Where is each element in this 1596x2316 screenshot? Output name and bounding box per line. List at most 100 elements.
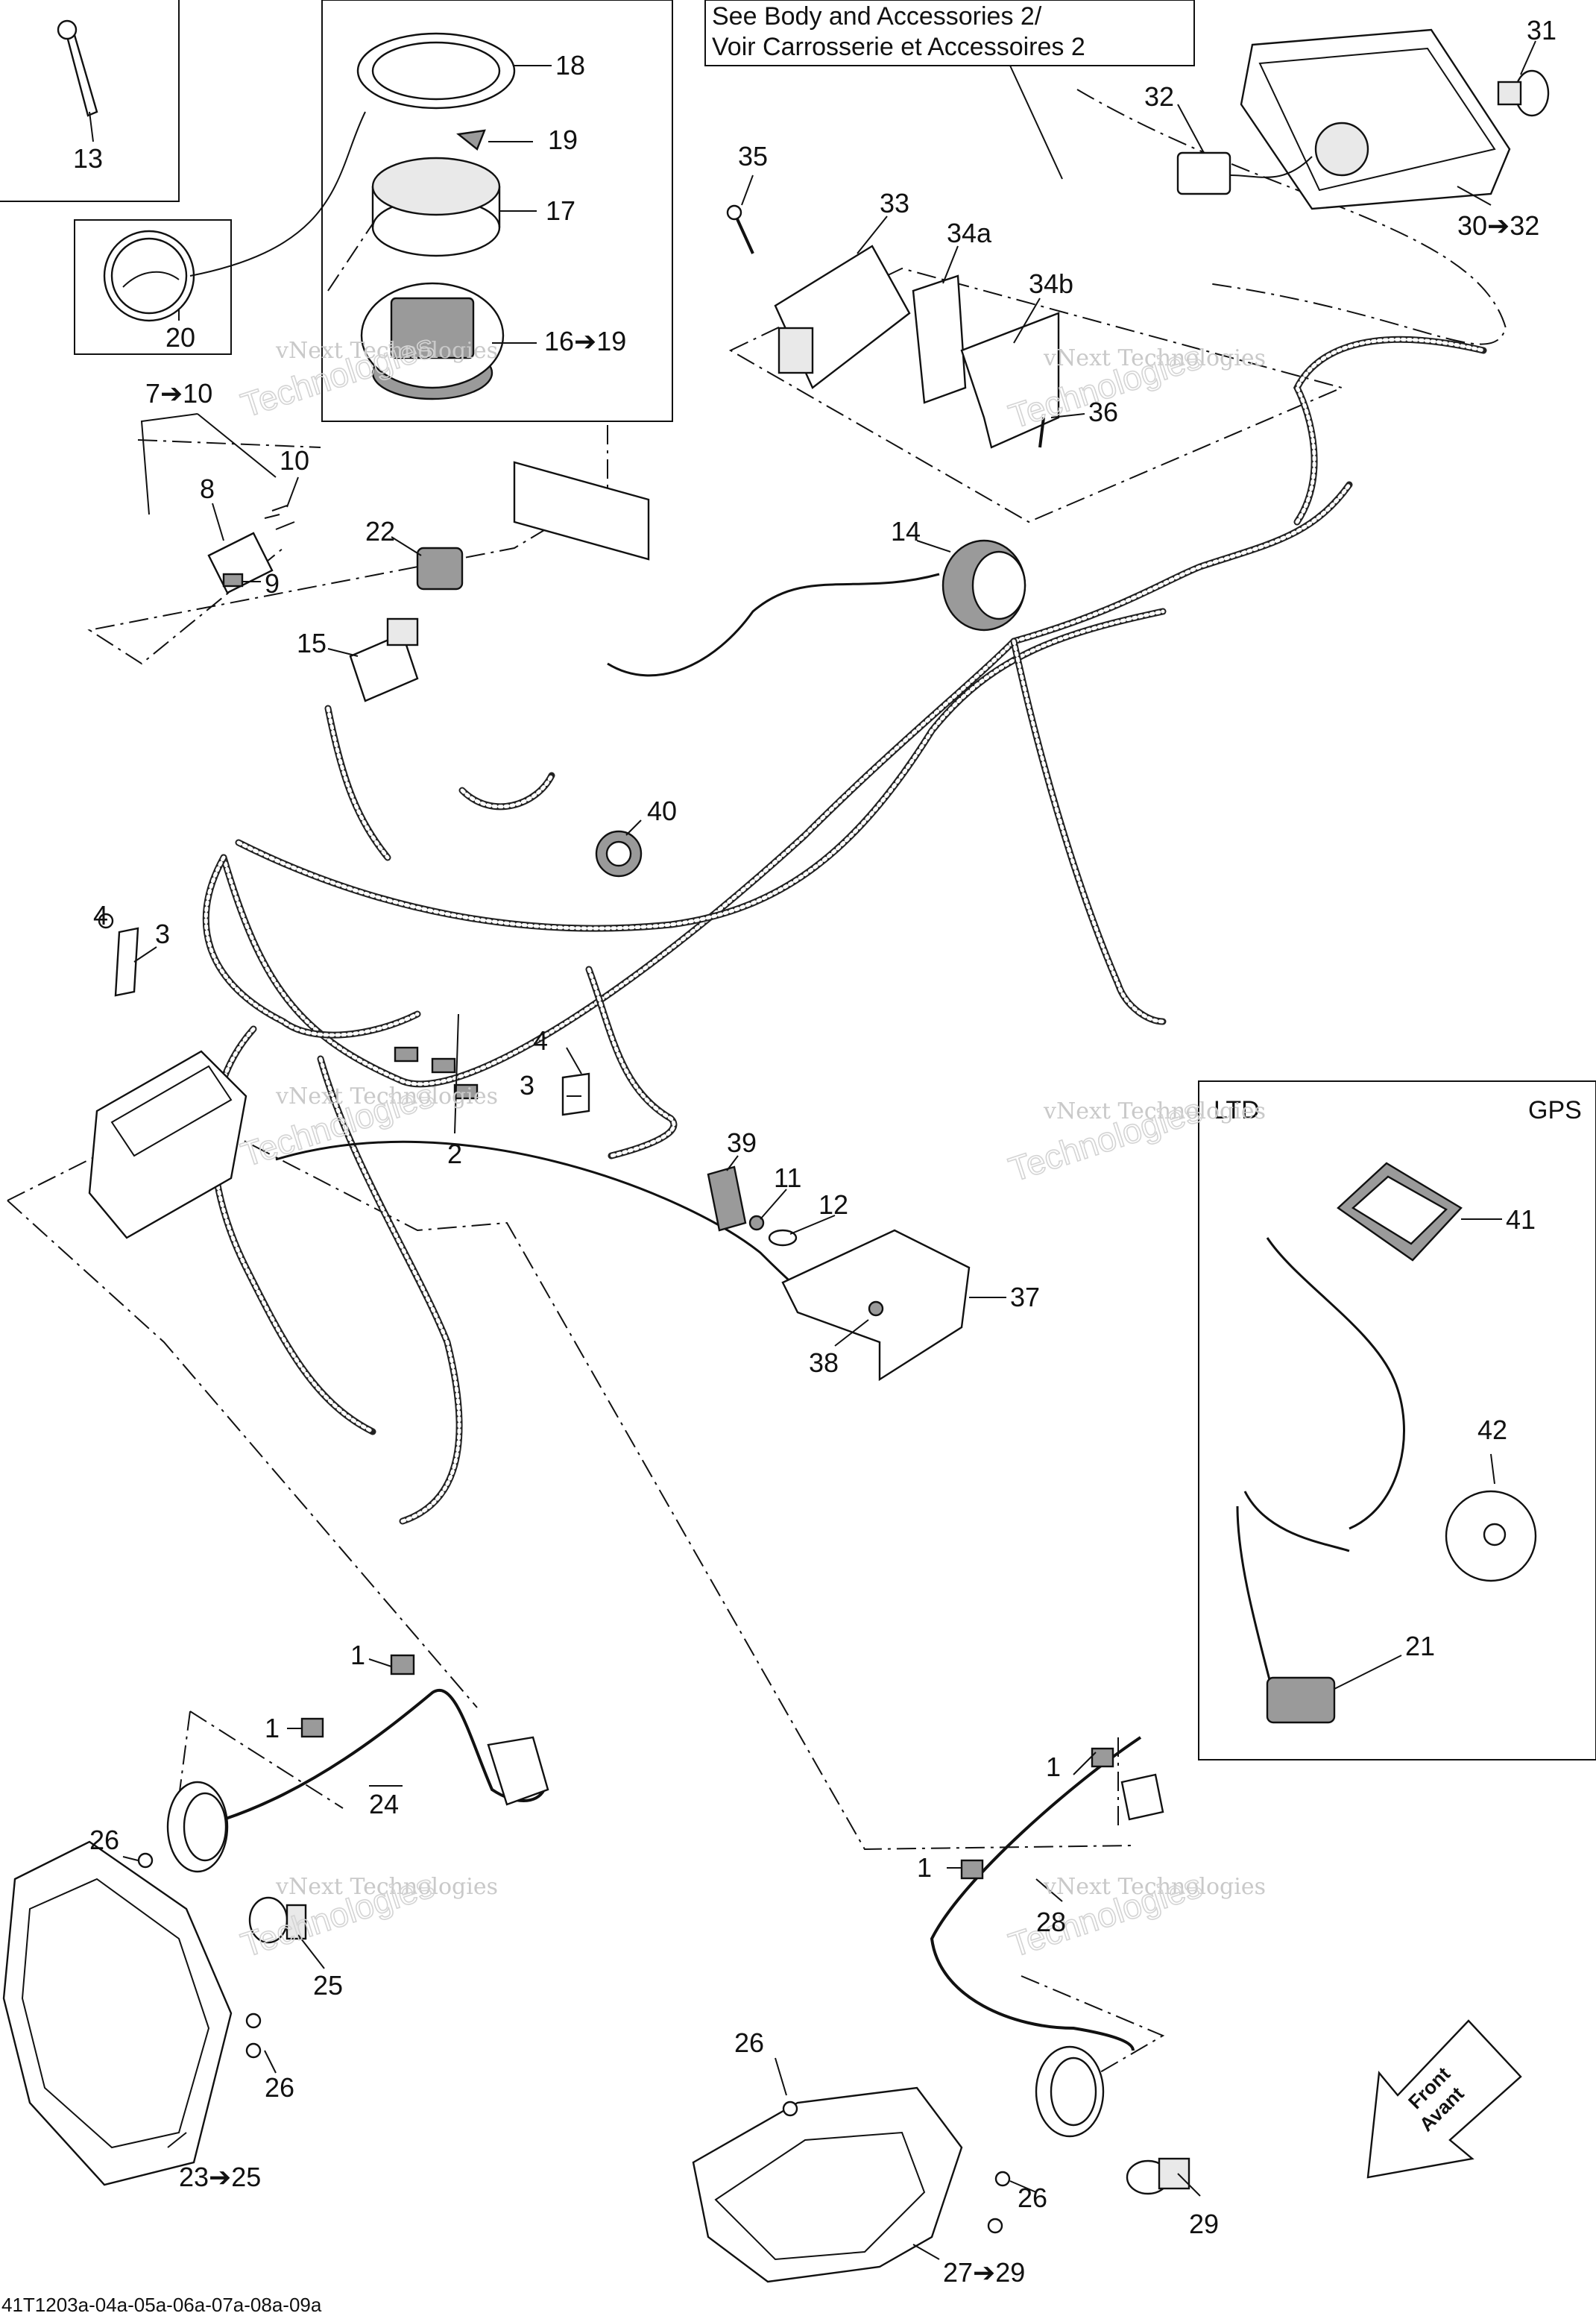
- ltd-label: LTD: [1214, 1096, 1260, 1124]
- part-speedometer-connector: [513, 461, 650, 561]
- part-17-cover: [371, 157, 501, 257]
- callout-26-a: 26: [89, 1825, 119, 1855]
- part-18-bezel-ring: [356, 32, 516, 110]
- callout-35: 35: [738, 141, 768, 172]
- reference-line-2: Voir Carrosserie et Accessoires 2: [712, 33, 1085, 61]
- callout-39: 39: [727, 1127, 757, 1158]
- callout-33: 33: [880, 188, 909, 218]
- callout-24: 24: [369, 1789, 399, 1819]
- part-42-disc: [1445, 1490, 1537, 1582]
- callout-26-d: 26: [1018, 2183, 1047, 2213]
- assembly-dash-lines: [7, 89, 1507, 2089]
- part-13-cable-tie: [57, 19, 98, 117]
- gps-label: GPS: [1528, 1096, 1582, 1124]
- svg-text:vNext Technologies: vNext Technologies: [1043, 1874, 1266, 1900]
- callout-28: 28: [1036, 1907, 1066, 1937]
- callout-2: 2: [447, 1139, 462, 1169]
- callout-1-a: 1: [350, 1640, 365, 1670]
- svg-text:vNext Technologies: vNext Technologies: [275, 338, 498, 364]
- part-2-fuses: [394, 1046, 479, 1100]
- callout-42: 42: [1477, 1415, 1507, 1445]
- callout-22: 22: [365, 516, 395, 547]
- part-20-logo-decal: [103, 230, 195, 322]
- callout-10: 10: [280, 445, 309, 476]
- callout-14: 14: [891, 516, 921, 547]
- part-23-headlight-left: [2, 1840, 233, 2186]
- part-right-bulb-socket: [1035, 2045, 1105, 2138]
- part-22-switch: [416, 547, 464, 591]
- svg-text:vNext Technologies: vNext Technologies: [275, 1874, 498, 1900]
- part-4-screw-upper: [98, 913, 114, 929]
- part-33-module: [774, 245, 911, 389]
- callout-31: 31: [1527, 15, 1556, 45]
- callout-25: 25: [313, 1970, 343, 2001]
- callout-40: 40: [647, 796, 677, 826]
- callout-16-19: 16➔19: [544, 326, 626, 356]
- callout-23-25: 23➔25: [179, 2162, 261, 2192]
- callout-13: 13: [73, 143, 103, 174]
- frame-lines: [0, 0, 1596, 1760]
- part-3-bracket-lower: [561, 1072, 590, 1116]
- callout-1-b: 1: [265, 1713, 280, 1743]
- callout-29: 29: [1189, 2209, 1219, 2239]
- front-direction-arrow: Front Avant: [1366, 2019, 1522, 2179]
- callout-3-lower: 3: [520, 1070, 534, 1101]
- callout-8: 8: [200, 473, 215, 504]
- part-29-bulb: [1126, 2157, 1190, 2195]
- callout-37: 37: [1010, 1282, 1040, 1312]
- part-3-bracket-upper: [114, 927, 139, 997]
- callout-12: 12: [818, 1189, 848, 1220]
- callout-20: 20: [165, 322, 195, 353]
- part-39-connector: [707, 1165, 747, 1232]
- part-28-harness-right: [930, 1736, 1164, 2051]
- callout-41: 41: [1506, 1204, 1536, 1235]
- callout-26-b: 26: [265, 2072, 294, 2103]
- main-wiring-harness: [202, 336, 1487, 1525]
- leader-lines: [89, 40, 1536, 2260]
- part-27-headlight-right: [692, 2086, 963, 2283]
- callout-38: 38: [809, 1347, 839, 1378]
- part-15-switch: [349, 617, 419, 702]
- callout-1-d: 1: [917, 1852, 932, 1883]
- part-24-harness-left: [223, 1654, 549, 1821]
- part-16-gauge-cluster: [360, 282, 505, 400]
- part-14-power-outlet: [941, 539, 1026, 632]
- part-fuse-box: [88, 1050, 247, 1239]
- part-19-clip: [456, 129, 486, 151]
- part-40-socket: [595, 830, 643, 878]
- callout-11: 11: [774, 1162, 801, 1193]
- part-36-screw: [1038, 417, 1045, 448]
- callout-30-32: 30➔32: [1457, 210, 1539, 241]
- callout-3-upper: 3: [155, 919, 170, 949]
- part-left-bulb-socket: [166, 1781, 229, 1873]
- svg-text:vNext Technologies: vNext Technologies: [1043, 345, 1266, 371]
- part-35-screw: [726, 204, 754, 254]
- callout-34b: 34b: [1029, 268, 1073, 299]
- callout-4-lower: 4: [533, 1025, 548, 1056]
- callout-7-10: 7➔10: [145, 378, 212, 409]
- callout-18: 18: [555, 50, 585, 81]
- drawing-code: 41T1203a-04a-05a-06a-07a-08a-09a: [1, 2294, 322, 2316]
- svg-text:vNext Technologies: vNext Technologies: [1043, 1098, 1266, 1124]
- part-26-screws-left: [137, 1852, 262, 2059]
- part-34-brackets: [912, 274, 1060, 449]
- callout-labels: 13 18 19 17 20 16➔19 31 32 35 33 34a 34b…: [73, 15, 1556, 2288]
- callout-26-c: 26: [734, 2027, 764, 2058]
- callout-4-upper: 4: [93, 900, 108, 931]
- part-30-taillight: [1240, 28, 1511, 210]
- callout-27-29: 27➔29: [943, 2257, 1025, 2288]
- part-41-gps-unit: [1337, 1162, 1463, 1262]
- callout-9: 9: [265, 568, 280, 599]
- part-9-plug: [222, 573, 244, 588]
- callout-36: 36: [1088, 397, 1118, 427]
- callout-19: 19: [548, 125, 578, 155]
- part-38-screw: [868, 1300, 884, 1317]
- part-11-screw: [748, 1215, 765, 1231]
- reference-line-1: See Body and Accessories 2/: [712, 2, 1042, 31]
- part-12-washer: [768, 1229, 798, 1247]
- callout-34a: 34a: [947, 218, 992, 248]
- svg-text:vNext Technologies: vNext Technologies: [275, 1083, 498, 1110]
- part-10-terminals: [264, 505, 295, 530]
- callout-17: 17: [546, 195, 575, 226]
